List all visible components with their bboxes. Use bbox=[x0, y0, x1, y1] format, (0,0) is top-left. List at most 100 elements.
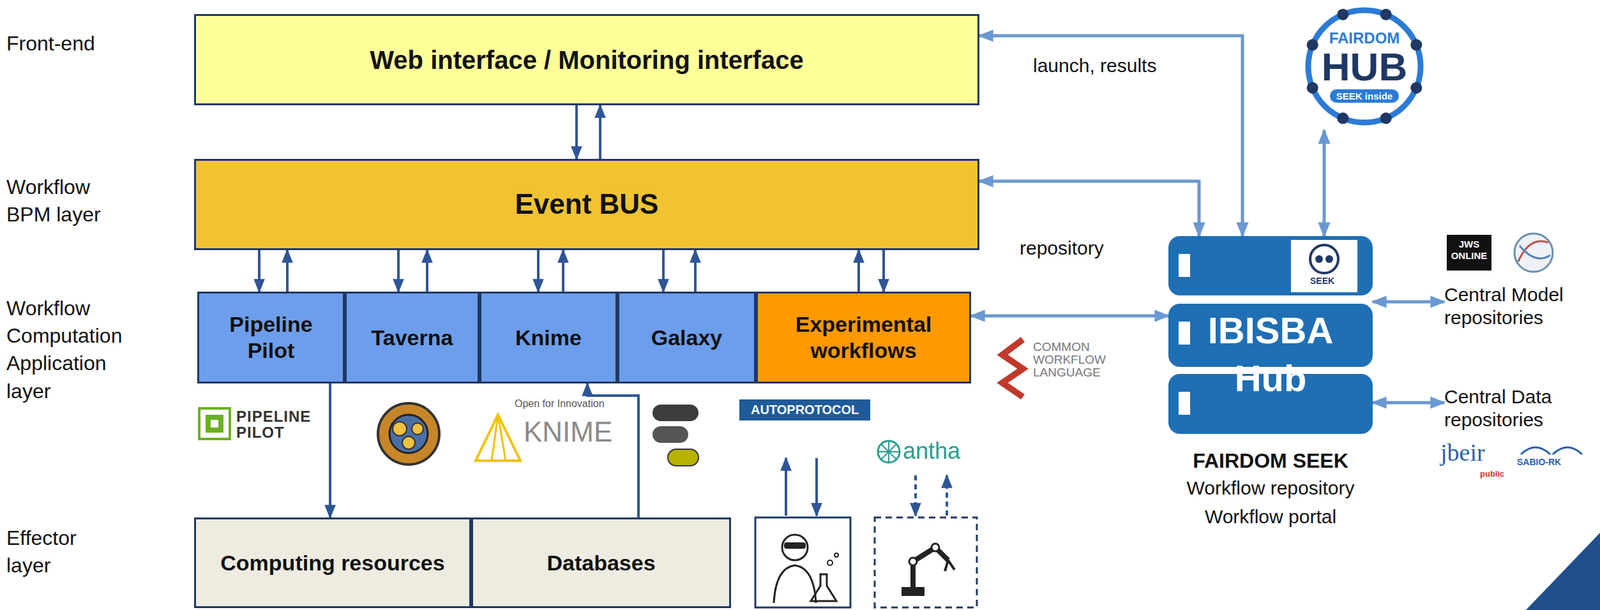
knime-logo bbox=[498, 415, 506, 461]
robot-icon bbox=[874, 517, 977, 608]
robot-icon bbox=[901, 587, 925, 597]
corner-triangle bbox=[1525, 533, 1600, 610]
node-text: Event BUS bbox=[515, 187, 659, 222]
interface-band: Web interface / Monitoring interface bbox=[194, 14, 980, 106]
connector-label: launch, results bbox=[1031, 54, 1159, 77]
seek-logo-box bbox=[1325, 255, 1334, 264]
workflow-engine-box: Knime bbox=[479, 291, 618, 384]
layer-label: Workflow BPM layer bbox=[6, 173, 119, 229]
node-text: Knime bbox=[515, 324, 582, 352]
connector-arrow bbox=[425, 250, 429, 292]
tool-logo-text: KNIME bbox=[523, 416, 613, 449]
connector-arrow bbox=[1372, 401, 1445, 405]
galaxy-logo bbox=[652, 404, 699, 467]
scientist-icon bbox=[827, 560, 833, 566]
sabio-logo bbox=[1520, 447, 1551, 455]
hub-logo-dot bbox=[1380, 8, 1392, 21]
taverna-logo bbox=[402, 436, 416, 450]
workflow-engine-box: Galaxy bbox=[617, 291, 756, 384]
hub-logo-dot bbox=[1410, 82, 1422, 94]
jws-logo bbox=[1446, 234, 1492, 271]
jws-logo bbox=[1446, 234, 1492, 271]
robot-icon bbox=[931, 543, 940, 552]
layer-label: Workflow Computation Application layer bbox=[6, 294, 138, 406]
jbeir-logo-text: public bbox=[1479, 469, 1505, 480]
model-repository-logo bbox=[1514, 233, 1553, 272]
scientist-icon bbox=[773, 565, 816, 604]
hub-logo-dot bbox=[1306, 38, 1319, 51]
antha-logo bbox=[877, 441, 900, 463]
scientist-icon bbox=[810, 574, 837, 602]
cwl-logo-text: COMMON WORKFLOW LANGUAGE bbox=[1033, 340, 1123, 380]
galaxy-logo bbox=[652, 426, 689, 444]
repository-label-node: Central Model repositories bbox=[1444, 280, 1597, 333]
robot-icon bbox=[913, 547, 949, 588]
node-text: Pipeline Pilot bbox=[209, 311, 333, 364]
pipeline-pilot-logo bbox=[199, 408, 230, 440]
server-slot bbox=[1178, 254, 1191, 278]
galaxy-logo bbox=[652, 404, 699, 422]
node-text: Galaxy bbox=[651, 324, 723, 352]
connector-note: repository bbox=[1019, 237, 1104, 260]
connector-arrow bbox=[882, 250, 885, 292]
node-text: HUB bbox=[1321, 47, 1408, 87]
robot-icon bbox=[944, 560, 949, 572]
hub-logo-circle: FAIRDOMHUB SEEK inside bbox=[1300, 2, 1429, 131]
tool-logo-text: antha bbox=[902, 437, 961, 465]
node-text: FAIRDOM SEEK bbox=[1149, 449, 1392, 474]
connector-arrow bbox=[857, 250, 861, 292]
connector-arrow bbox=[662, 250, 665, 292]
connector-arrow bbox=[979, 35, 1243, 237]
taverna-logo bbox=[377, 403, 440, 465]
connector-arrow bbox=[694, 250, 697, 292]
hub-logo-dot bbox=[1306, 82, 1319, 94]
workflow-engine-box: Taverna bbox=[344, 291, 480, 384]
pipeline-pilot-logo bbox=[199, 408, 230, 440]
node-text: SEEK inside bbox=[1329, 89, 1399, 103]
scientist-icon bbox=[784, 542, 806, 550]
tool-logo-text: AUTOPROTOCOL bbox=[739, 399, 871, 421]
connector-arrow bbox=[328, 383, 332, 518]
repository-label-node: Central Data repositories bbox=[1444, 383, 1597, 435]
connector-arrow bbox=[1372, 300, 1445, 304]
scientist-icon bbox=[782, 535, 808, 561]
server-slab bbox=[1168, 236, 1373, 296]
node-text: FAIRDOM bbox=[1329, 30, 1401, 47]
event-bus-band: Event BUS bbox=[194, 158, 980, 251]
galaxy-logo bbox=[667, 449, 699, 467]
connector-arrow bbox=[257, 250, 261, 292]
jws-logo-text: JWS ONLINE bbox=[1448, 238, 1491, 262]
hub-logo-dot bbox=[1336, 8, 1349, 21]
knime-logo bbox=[491, 415, 499, 461]
model-repository-logo bbox=[1519, 245, 1551, 259]
effector-box: Computing resources bbox=[194, 517, 472, 609]
tool-logo-text: PIPELINE PILOT bbox=[236, 408, 333, 441]
effector-box: Databases bbox=[471, 517, 732, 609]
antha-logo bbox=[881, 444, 897, 460]
robot-icon bbox=[948, 560, 955, 571]
node-text: Experimental workflows bbox=[768, 311, 959, 364]
node-text: Computing resources bbox=[220, 550, 445, 577]
connector-arrow bbox=[971, 314, 1169, 318]
layer-label: Effector layer bbox=[6, 524, 119, 580]
node-text: Web interface / Monitoring interface bbox=[369, 44, 804, 76]
connector-arrow bbox=[561, 250, 565, 292]
connector-arrow bbox=[979, 181, 1200, 237]
hub-logo-dot bbox=[1410, 38, 1422, 51]
connector-arrow bbox=[1322, 130, 1327, 237]
lab-arrows bbox=[945, 475, 949, 516]
connector-arrow bbox=[575, 105, 578, 159]
robot-icon bbox=[909, 558, 917, 566]
antha-logo bbox=[877, 441, 900, 463]
hub-logo-ring bbox=[1308, 10, 1421, 123]
antha-logo bbox=[881, 444, 897, 460]
corner-triangle bbox=[1525, 533, 1600, 610]
node-text: Central Data repositories bbox=[1444, 385, 1597, 432]
lab-arrows bbox=[914, 475, 917, 516]
node-text: Taverna bbox=[371, 324, 454, 352]
pipeline-pilot-logo bbox=[210, 420, 219, 428]
scientist-icon bbox=[755, 517, 851, 608]
seek-logo-box bbox=[1290, 240, 1358, 293]
lab-arrows bbox=[785, 458, 947, 516]
jbeir-logo-text: jbeir bbox=[1440, 439, 1486, 468]
